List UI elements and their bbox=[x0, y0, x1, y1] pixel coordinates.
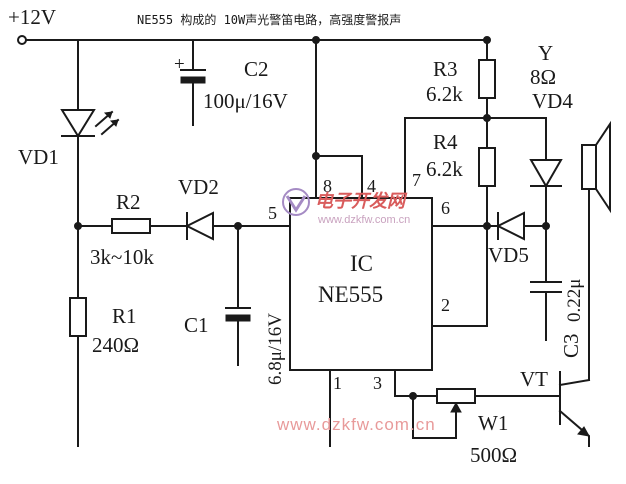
ic-pin-5: 5 bbox=[268, 203, 277, 223]
watermark-logo-url: www.dzkfw.com.cn bbox=[317, 214, 410, 226]
diagram-title: NE555 构成的 10W声光警笛电路，高强度警报声 bbox=[137, 12, 401, 27]
c1-name: C1 bbox=[184, 313, 209, 337]
speaker-value: 8Ω bbox=[530, 65, 556, 89]
r1-name: R1 bbox=[112, 304, 137, 328]
vd4-label: VD4 bbox=[532, 89, 573, 113]
vd5-label: VD5 bbox=[488, 243, 529, 267]
r4-resistor bbox=[478, 147, 496, 187]
ic-pin-8: 8 bbox=[323, 176, 332, 196]
vd2-diode bbox=[184, 211, 214, 241]
r4-value: 6.2k bbox=[426, 157, 463, 181]
watermark-logo: 电子开发网 www.dzkfw.com.cn bbox=[282, 188, 410, 226]
r1-resistor bbox=[69, 297, 87, 337]
w1-name: W1 bbox=[478, 411, 508, 435]
vd4-diode bbox=[529, 159, 563, 189]
pin3-wire bbox=[394, 369, 438, 397]
c3-value: 0.22μ bbox=[564, 279, 585, 322]
junction-node bbox=[483, 36, 491, 44]
r4-bottom-wire bbox=[431, 185, 488, 327]
junction-node bbox=[483, 114, 491, 122]
supply-label: +12V bbox=[8, 5, 56, 29]
r3-value: 6.2k bbox=[426, 82, 463, 106]
r3-name: R3 bbox=[433, 57, 458, 81]
vd1-label: VD1 bbox=[18, 145, 59, 169]
vd1-led bbox=[60, 109, 120, 138]
speaker-icon bbox=[581, 120, 611, 214]
ic-part: NE555 bbox=[318, 282, 383, 307]
ic-pin-1: 1 bbox=[333, 373, 342, 393]
junction-node bbox=[312, 152, 320, 160]
watermark-url: www.dzkfw.com.cn bbox=[276, 415, 436, 434]
r2-value: 3k~10k bbox=[90, 245, 154, 269]
junction-node bbox=[483, 222, 491, 230]
vd2-label: VD2 bbox=[178, 175, 219, 199]
ic-pin-4: 4 bbox=[367, 176, 376, 196]
watermark-logo-text: 电子开发网 bbox=[315, 191, 408, 212]
vt-transistor bbox=[558, 371, 591, 447]
c3-name: C3 bbox=[559, 333, 583, 358]
w1-wiper-wire bbox=[412, 395, 457, 439]
speaker-name: Y bbox=[538, 41, 553, 65]
ic-pin-7: 7 bbox=[412, 170, 421, 190]
c1-capacitor bbox=[225, 225, 251, 366]
junction-node bbox=[409, 392, 417, 400]
w1-potentiometer bbox=[436, 388, 476, 404]
c2-value: 100μ/16V bbox=[203, 89, 288, 113]
vt-label: VT bbox=[520, 367, 548, 391]
w1-wiper-arrow bbox=[450, 401, 462, 413]
c1-value: 6.8μ/16V bbox=[265, 313, 286, 385]
c2-capacitor: + bbox=[174, 39, 206, 126]
ic-pin-2: 2 bbox=[441, 295, 450, 315]
r3-resistor bbox=[478, 59, 496, 99]
w1-value: 500Ω bbox=[470, 443, 517, 467]
ic-name: IC bbox=[350, 251, 373, 276]
c2-name: C2 bbox=[244, 57, 269, 81]
supply-terminal bbox=[17, 35, 27, 45]
junction-node bbox=[312, 36, 320, 44]
r1-value: 240Ω bbox=[92, 333, 139, 357]
pin4-wire bbox=[315, 155, 363, 199]
svg-text:+: + bbox=[174, 54, 185, 75]
r2-resistor bbox=[111, 218, 151, 234]
ic-pin-3: 3 bbox=[373, 373, 382, 393]
pin7-wire bbox=[404, 117, 547, 199]
vd5-diode bbox=[495, 211, 525, 241]
ic-pin-6: 6 bbox=[441, 198, 450, 218]
r2-name: R2 bbox=[116, 190, 141, 214]
c3-capacitor bbox=[530, 281, 562, 327]
r4-name: R4 bbox=[433, 130, 458, 154]
